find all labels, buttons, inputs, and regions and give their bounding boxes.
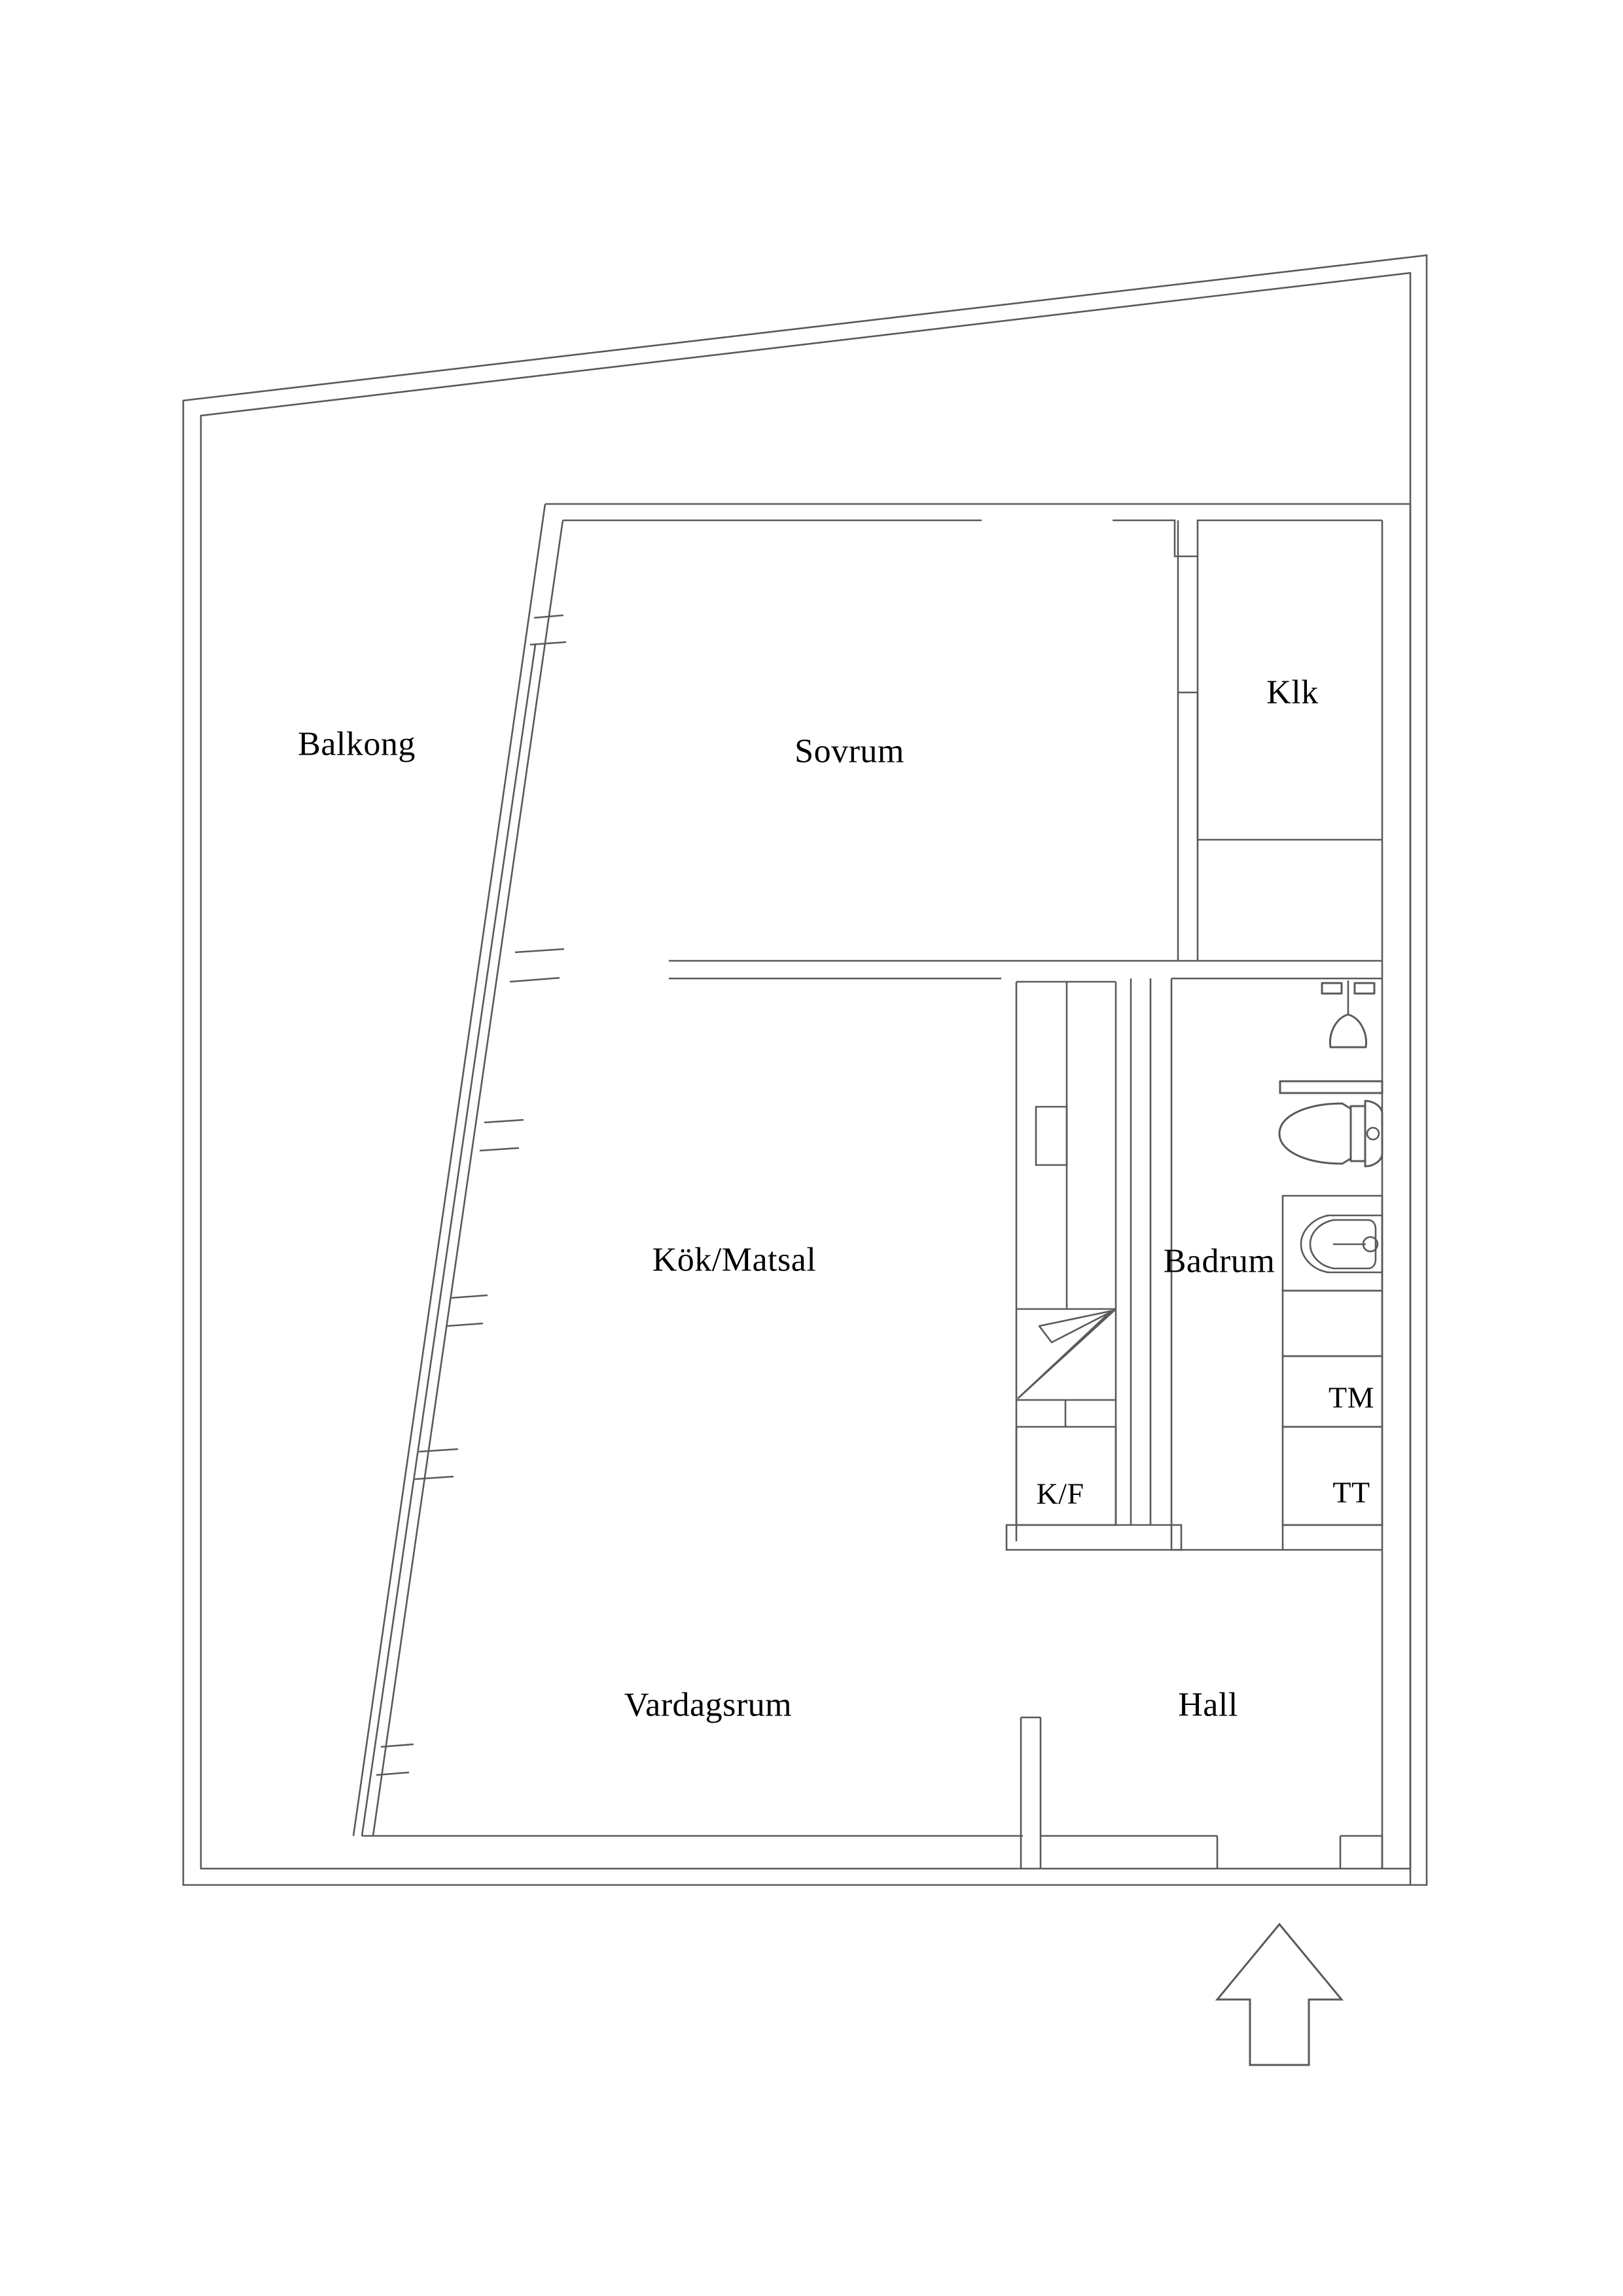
entrance-arrow-icon[interactable] [1215, 1922, 1344, 2066]
shower-head-icon [1321, 980, 1376, 1049]
building-outline [182, 254, 1428, 1886]
room-label-badrum: Badrum [1163, 1242, 1275, 1280]
room-label-tm: TM [1329, 1380, 1374, 1414]
shower-rail-icon [1279, 1080, 1383, 1094]
room-label-klk: Klk [1266, 673, 1319, 711]
hall-living-room-divider [362, 1716, 1383, 1869]
toilet-icon [1278, 1100, 1383, 1168]
sink-icon [1281, 1194, 1383, 1292]
room-label-tt: TT [1332, 1475, 1370, 1509]
balcony-glazed-wall [352, 503, 567, 1837]
bedroom-and-walkin-closet-walls [669, 520, 1382, 980]
room-label-sovrum: Sovrum [794, 732, 904, 770]
room-label-kf: K/F [1036, 1477, 1084, 1511]
room-label-hall: Hall [1178, 1686, 1238, 1724]
room-label-vardagsrum: Vardagsrum [624, 1686, 793, 1724]
washing-machine-icon [1281, 1289, 1383, 1357]
tumble-dryer-icon [1281, 1355, 1383, 1526]
kitchen-cabinet-run [1005, 978, 1183, 1551]
stove-icon [1017, 1308, 1116, 1399]
apartment-shell [545, 503, 1412, 1885]
room-label-kok-matsal: Kök/Matsal [652, 1241, 817, 1279]
room-label-balkong: Balkong [298, 725, 416, 763]
